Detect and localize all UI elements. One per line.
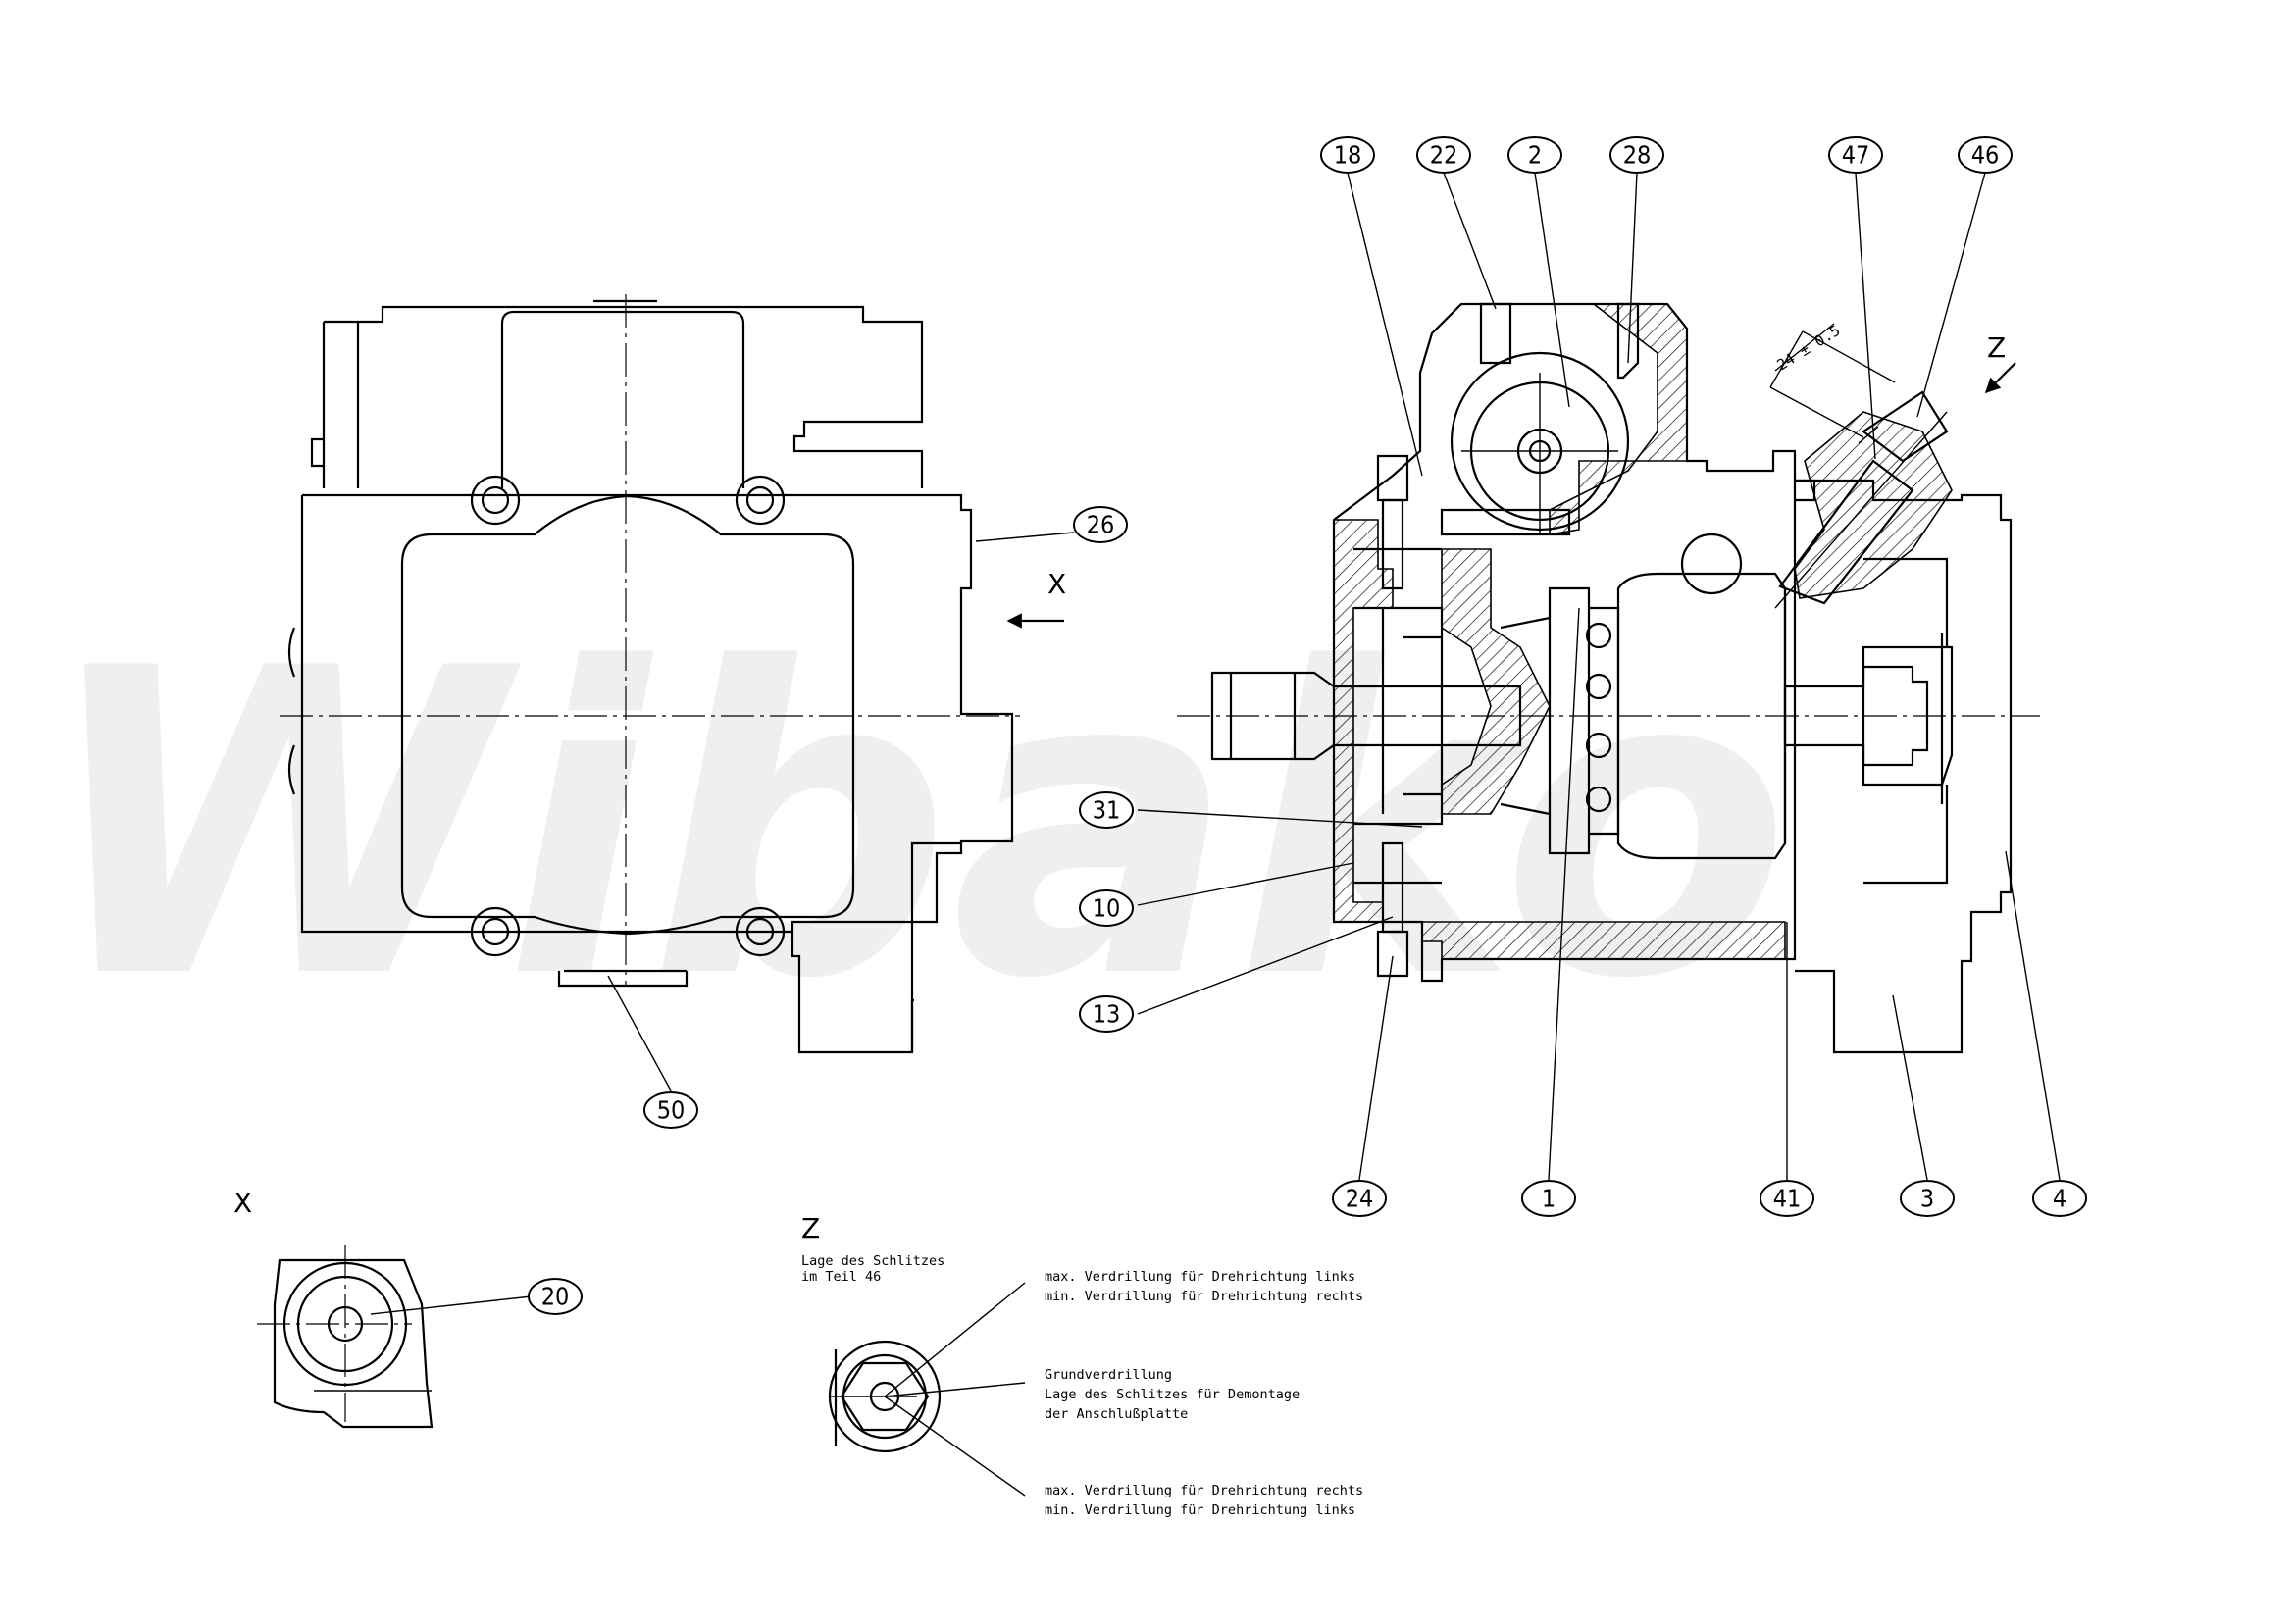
- note-top-line-1: max. Verdrillung für Drehrichtung links: [1045, 1269, 1355, 1285]
- note-mid-line-3: der Anschlußplatte: [1045, 1406, 1188, 1422]
- callout-24: 24: [1332, 1180, 1387, 1217]
- svg-text:4: 4: [2053, 1185, 2066, 1213]
- callout-26: 26: [1073, 506, 1128, 543]
- detail-x-label: X: [233, 1187, 252, 1219]
- svg-text:26: 26: [1087, 511, 1115, 539]
- callout-20: 20: [528, 1278, 583, 1315]
- leader-lines: [370, 172, 2061, 1315]
- svg-text:10: 10: [1093, 894, 1121, 923]
- callout-2: 2: [1507, 136, 1562, 174]
- callout-13: 13: [1079, 995, 1134, 1033]
- z-caption-line-1: Lage des Schlitzes: [801, 1253, 944, 1269]
- callout-47: 47: [1828, 136, 1883, 174]
- callout-28: 28: [1609, 136, 1664, 174]
- note-bottom-line-2: min. Verdrillung für Drehrichtung links: [1045, 1502, 1355, 1518]
- note-mid-line-2: Lage des Schlitzes für Demontage: [1045, 1387, 1300, 1402]
- note-top-line-2: min. Verdrillung für Drehrichtung rechts: [1045, 1289, 1363, 1304]
- svg-text:18: 18: [1334, 141, 1362, 170]
- svg-text:24: 24: [1346, 1185, 1374, 1213]
- svg-text:2: 2: [1528, 141, 1542, 170]
- svg-text:13: 13: [1093, 1000, 1121, 1029]
- detail-z-label: Z: [801, 1212, 820, 1244]
- svg-text:20: 20: [541, 1283, 570, 1311]
- svg-text:47: 47: [1842, 141, 1870, 170]
- svg-text:50: 50: [657, 1096, 686, 1125]
- detail-z: [828, 1282, 1026, 1497]
- svg-text:31: 31: [1093, 796, 1121, 825]
- svg-text:3: 3: [1920, 1185, 1934, 1213]
- callout-41: 41: [1760, 1180, 1814, 1217]
- side-view: [280, 294, 1064, 1054]
- callout-10: 10: [1079, 889, 1134, 927]
- svg-text:1: 1: [1542, 1185, 1556, 1213]
- note-bottom-line-1: max. Verdrillung für Drehrichtung rechts: [1045, 1483, 1363, 1498]
- callout-50: 50: [643, 1091, 698, 1129]
- bolt-heads: [470, 475, 786, 957]
- svg-text:22: 22: [1430, 141, 1458, 170]
- svg-text:28: 28: [1623, 141, 1652, 170]
- svg-text:46: 46: [1971, 141, 2000, 170]
- note-mid-line-1: Grundverdrillung: [1045, 1367, 1172, 1383]
- section-view: [1177, 302, 2040, 1054]
- callout-1: 1: [1521, 1180, 1576, 1217]
- callout-18: 18: [1320, 136, 1375, 174]
- view-x-label: X: [1047, 568, 1066, 600]
- callout-4: 4: [2032, 1180, 2087, 1217]
- callout-46: 46: [1958, 136, 2013, 174]
- callout-3: 3: [1900, 1180, 1955, 1217]
- callout-22: 22: [1416, 136, 1471, 174]
- z-caption-line-2: im Teil 46: [801, 1269, 881, 1285]
- view-z-label: Z: [1987, 331, 2006, 364]
- svg-text:41: 41: [1773, 1185, 1802, 1213]
- callout-31: 31: [1079, 791, 1134, 829]
- detail-x: [257, 1245, 434, 1429]
